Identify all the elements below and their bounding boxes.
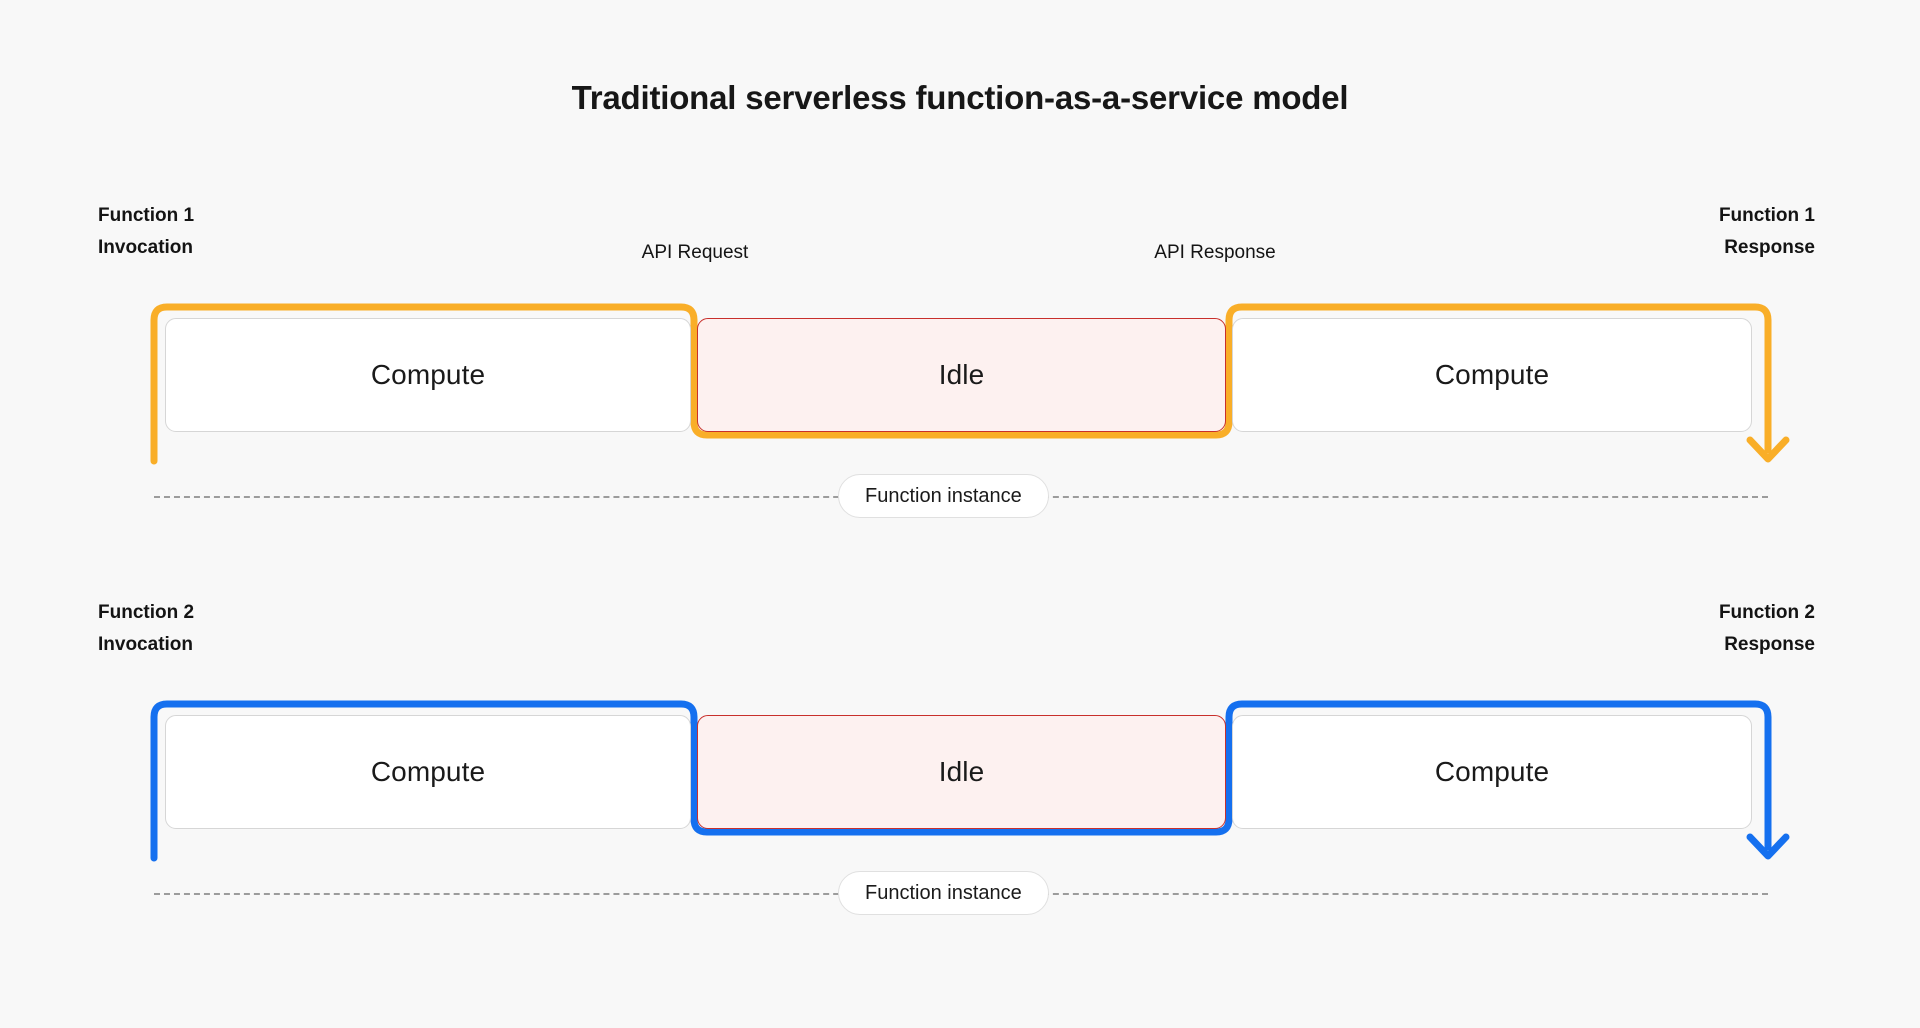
segment-idle-1[interactable]: Idle [697,318,1226,432]
function-1-arrow-head [1746,436,1790,463]
segment-compute-2[interactable]: Compute [1232,318,1752,432]
segment-compute-1[interactable]: Compute [165,318,691,432]
page-title: Traditional serverless function-as-a-ser… [571,79,1349,116]
function-1-response-label: Function 1 Response [1718,205,1815,258]
api-request-label: API Request [641,242,749,263]
function-2-instance-pill: Function instance [838,871,1049,915]
function-2-arrow-head [1746,833,1790,860]
function-2-invocation-label: Function 2 Invocation [98,602,195,655]
segment-idle-2[interactable]: Idle [697,715,1226,829]
function-2-response-label: Function 2 Response [1718,602,1815,655]
segment-compute-4[interactable]: Compute [1232,715,1752,829]
function-1-instance-pill: Function instance [838,474,1049,518]
segment-compute-3[interactable]: Compute [165,715,691,829]
api-response-label: API Response [1154,242,1276,263]
function-1-invocation-label: Function 1 Invocation [98,205,195,258]
